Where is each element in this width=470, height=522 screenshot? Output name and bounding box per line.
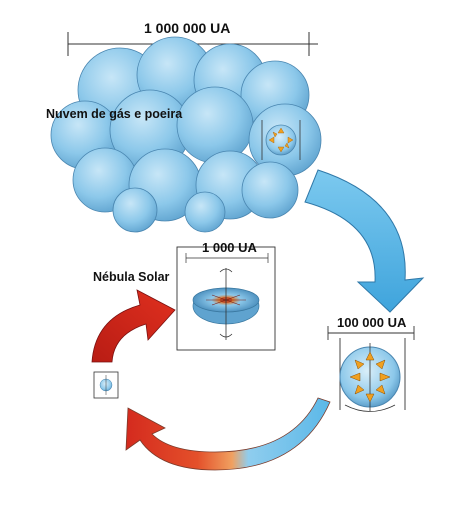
small-protostar bbox=[93, 371, 119, 399]
cloud-scale-label: 1 000 000 UA bbox=[144, 20, 231, 36]
solar-nebula-disk-panel bbox=[176, 246, 276, 351]
core-scale-label: 100 000 UA bbox=[337, 315, 407, 330]
contraction-arrow-bottom bbox=[125, 397, 331, 471]
nebula-name-label: Nébula Solar bbox=[93, 270, 170, 284]
gas-dust-cloud bbox=[50, 36, 322, 233]
cloud-name-label: Nuvem de gás e poeira bbox=[46, 107, 183, 121]
rotation-arrow-red bbox=[91, 289, 176, 363]
collapsing-core bbox=[339, 343, 401, 412]
cloud-collapse-core bbox=[261, 120, 301, 160]
disk-scale-label: 1 000 UA bbox=[202, 240, 257, 255]
collapse-arrow-blue bbox=[304, 169, 425, 313]
